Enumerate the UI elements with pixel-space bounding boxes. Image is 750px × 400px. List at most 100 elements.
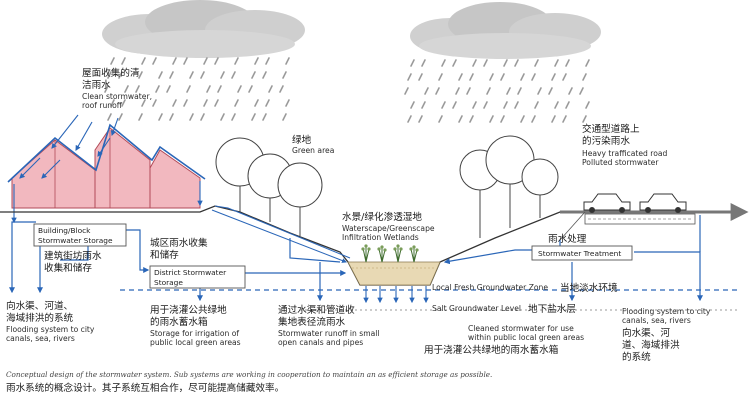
rain-streak — [107, 113, 112, 121]
buildings — [7, 123, 206, 209]
rain-streak — [410, 101, 415, 109]
rain-streak — [514, 59, 519, 67]
label-road-en-2: Polluted stormwater — [582, 158, 659, 167]
label-block-cn-2: 收集和储存 — [44, 262, 92, 274]
rain-streak — [118, 113, 123, 121]
label-road-en-1: Heavy trafficated road — [582, 149, 667, 158]
rain-streak — [503, 101, 508, 109]
rain-streak — [254, 57, 259, 65]
rain-streak — [438, 73, 443, 81]
label-right-flood-cn-3: 的系统 — [622, 351, 651, 363]
label-wetland-en-1: Waterscape/Greenscape — [342, 224, 435, 233]
rain-streak — [234, 99, 239, 107]
rain-streak — [534, 59, 539, 67]
rain-streak — [407, 73, 412, 81]
box-district-line1: District Stormwater — [154, 268, 227, 277]
rain-streak — [231, 113, 236, 121]
rain-streak — [152, 99, 157, 107]
rain-streak — [231, 71, 236, 79]
rain-streak — [169, 71, 174, 79]
rain-streak — [404, 87, 409, 95]
rain-streak — [455, 87, 460, 95]
rain-streak — [107, 71, 112, 79]
rain-streak — [562, 73, 567, 81]
rain-streak — [135, 85, 140, 93]
rain-streak — [234, 57, 239, 65]
rain-streak — [203, 57, 208, 65]
rain-streak — [565, 59, 570, 67]
rain-streak — [582, 115, 587, 123]
infiltration-wetland — [347, 244, 441, 286]
rain-streak — [483, 101, 488, 109]
rain-streak — [441, 101, 446, 109]
rain-streak — [489, 115, 494, 123]
rain-streak — [121, 99, 126, 107]
rain-streak — [500, 73, 505, 81]
rain-streak — [265, 99, 270, 107]
caption-chinese: 雨水系统的概念设计。其子系统互相合作，尽可能提高储藏效率。 — [6, 382, 284, 394]
rain-streak — [285, 57, 290, 65]
label-cleaned-en-2: within public local green areas — [468, 333, 584, 342]
rain-streak — [534, 101, 539, 109]
rain-streak — [189, 71, 194, 79]
label-irrigation-en-1: Storage for irrigation of — [150, 329, 239, 338]
rain-streak — [251, 113, 256, 121]
rain-streak — [118, 71, 123, 79]
infiltration-arrows — [363, 286, 429, 304]
rain-streak — [520, 73, 525, 81]
rain-streak — [500, 115, 505, 123]
road — [559, 203, 749, 241]
label-left-flood-cn-2: 海域排洪的系统 — [6, 312, 74, 324]
box-building-block-line1: Building/Block — [38, 226, 91, 235]
label-right-flood-cn-1: 向水渠、河 — [622, 327, 670, 339]
label-irrigation-en-2: public local green areas — [150, 338, 241, 347]
rain-streak — [200, 71, 205, 79]
label-wetland-cn: 水景/绿化渗透湿地 — [342, 211, 422, 223]
label-district-cn-1: 城区雨水收集 — [150, 237, 208, 249]
rain-streak — [421, 59, 426, 67]
rain-cloud-right — [410, 2, 601, 59]
label-salt-groundwater-cn: 地下盐水层 — [528, 303, 576, 315]
box-stormwater-treatment: Stormwater Treatment — [531, 245, 633, 261]
rain-streak — [262, 113, 267, 121]
rain-streak — [217, 85, 222, 93]
label-pipes-cn-1: 通过水渠和管道收 — [278, 304, 355, 316]
rain-streak — [220, 113, 225, 121]
rain-streak — [158, 71, 163, 79]
rain-streak — [452, 59, 457, 67]
label-cleaned-en-1: Cleaned stormwater for use — [468, 324, 574, 333]
rain-streak — [531, 115, 536, 123]
box-building-block-storage: Building/Block Stormwater Storage — [33, 223, 127, 247]
rain-streak — [183, 57, 188, 65]
rain-streak — [141, 57, 146, 65]
rain-streak — [514, 101, 519, 109]
rain-streak — [517, 87, 522, 95]
rain-streak — [214, 57, 219, 65]
rain-streak — [469, 115, 474, 123]
label-block-cn-1: 建筑街坊雨水 — [44, 250, 102, 262]
rain-streak — [203, 99, 208, 107]
rain-streak — [186, 85, 191, 93]
label-treatment-cn: 雨水处理 — [548, 233, 587, 245]
rain-streak — [458, 73, 463, 81]
rain-streak — [206, 85, 211, 93]
rain-streak — [424, 87, 429, 95]
rain-streak — [158, 113, 163, 121]
label-road-cn-1: 交通型道路上 — [582, 123, 640, 135]
label-road-cn-2: 的污染雨水 — [582, 135, 630, 147]
rain-streak — [282, 113, 287, 121]
label-roof-en-1: Clean stormwater, — [82, 92, 152, 101]
box-district-line2: Storage — [154, 278, 183, 287]
rain-streak — [582, 73, 587, 81]
label-right-flood-en-2: canals, sea, rivers — [622, 316, 691, 325]
rain-streak — [268, 85, 273, 93]
rain-streak — [138, 71, 143, 79]
box-district-storage: District Stormwater Storage — [149, 265, 246, 289]
label-fresh-groundwater-en: Local Fresh Groundwater Zone — [432, 283, 548, 292]
rain-streak — [410, 59, 415, 67]
car-left-icon — [583, 193, 631, 213]
rain-streak — [483, 59, 488, 67]
label-salt-groundwater-en: Salt Groundwater Level — [432, 304, 521, 313]
